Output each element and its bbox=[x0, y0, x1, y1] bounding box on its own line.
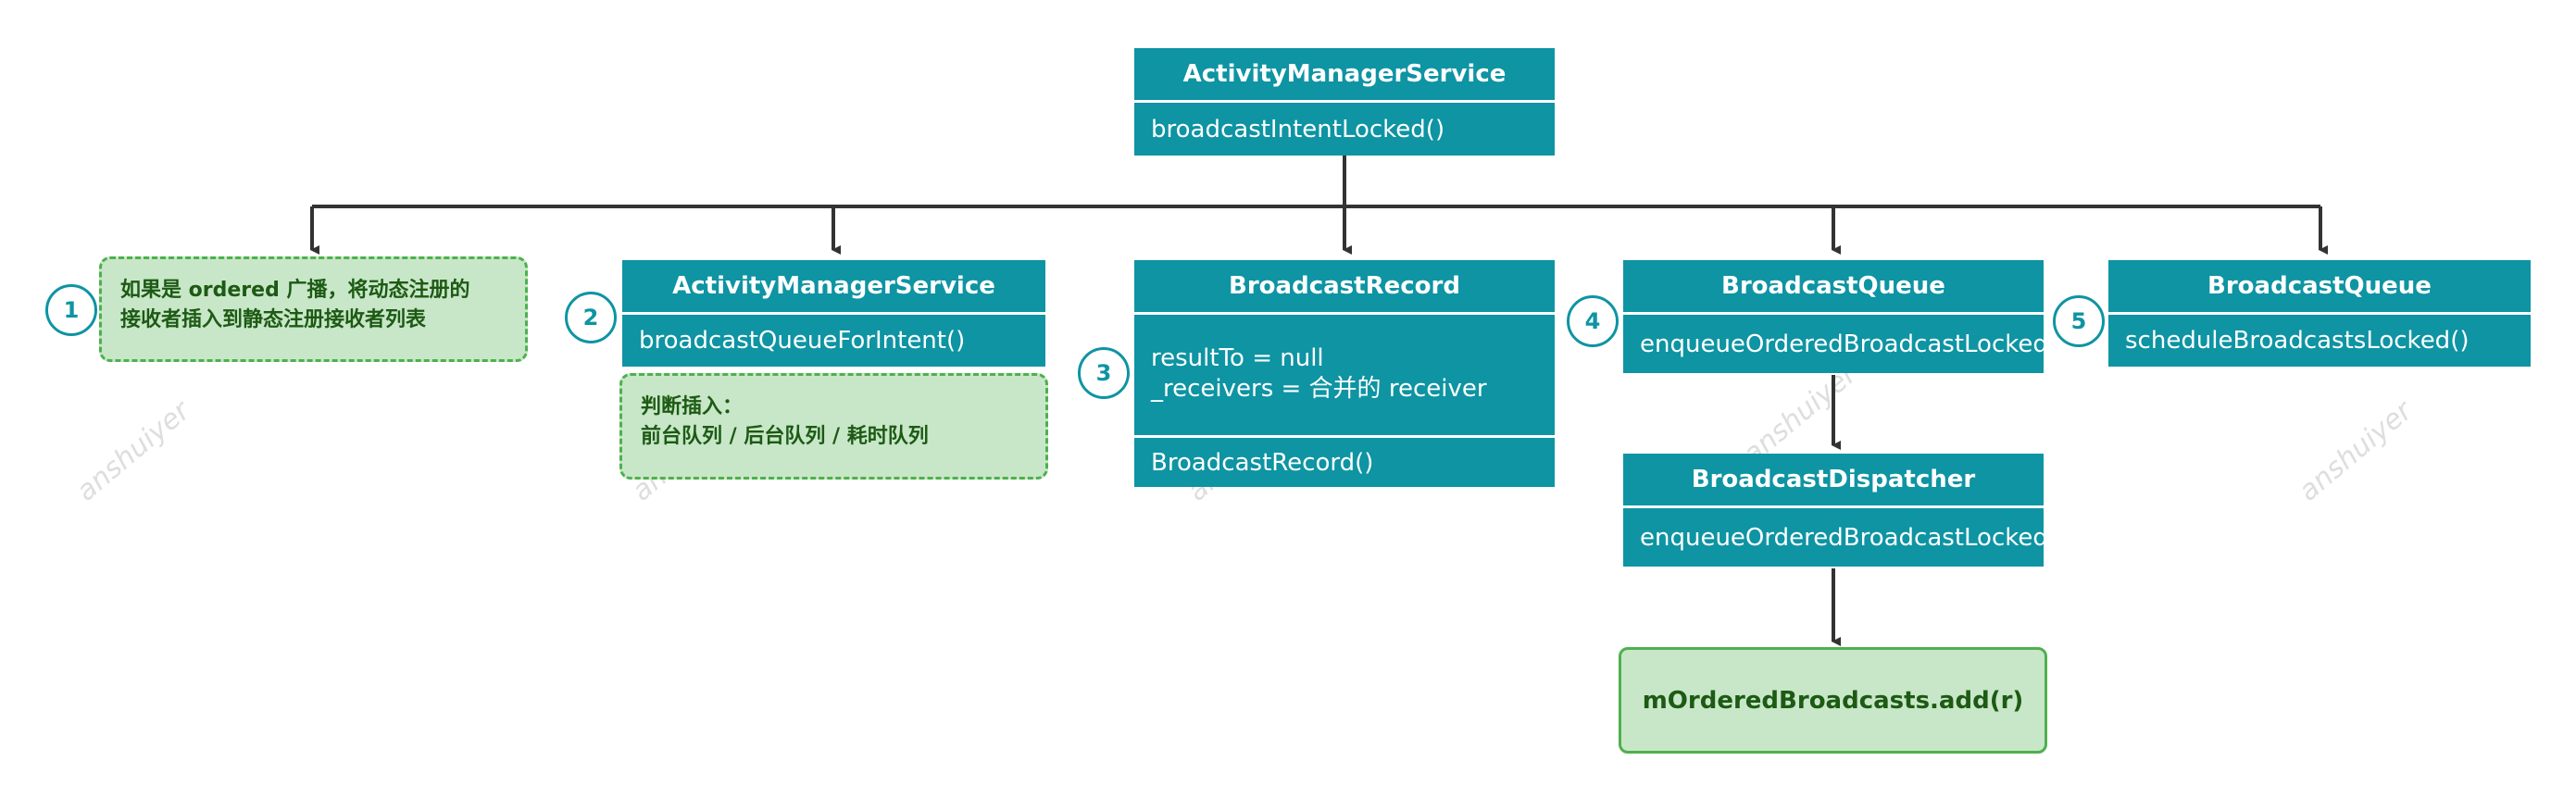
box-divider bbox=[1134, 100, 1555, 103]
broadcast-dispatcher-box: BroadcastDispatcher enqueueOrderedBroadc… bbox=[1623, 454, 2048, 567]
note-ordered-broadcast: 如果是 ordered 广播，将动态注册的 接收者插入到静态注册接收者列表 bbox=[99, 256, 528, 362]
box-divider bbox=[1623, 505, 2044, 508]
field-receivers: _receivers = 合并的 receiver bbox=[1151, 375, 1487, 403]
box-divider bbox=[1134, 435, 1555, 438]
field-result-to: resultTo = null bbox=[1151, 344, 1324, 372]
step-number-1: 1 bbox=[45, 284, 97, 336]
broadcast-queue-schedule-box: BroadcastQueue scheduleBroadcastsLocked(… bbox=[2108, 260, 2531, 367]
box-title: BroadcastDispatcher bbox=[1691, 466, 1976, 493]
step-number-3: 3 bbox=[1078, 347, 1130, 399]
box-title: BroadcastQueue bbox=[2207, 272, 2432, 300]
note-line: 接收者插入到静态注册接收者列表 bbox=[120, 308, 427, 331]
step-number-2: 2 bbox=[565, 292, 617, 343]
box-title: BroadcastRecord bbox=[1229, 272, 1460, 300]
step-number-4: 4 bbox=[1567, 295, 1619, 347]
note-line: 前台队列 / 后台队列 / 耗时队列 bbox=[641, 425, 929, 448]
step-number-5: 5 bbox=[2053, 295, 2105, 347]
box-title: ActivityManagerService bbox=[1182, 60, 1507, 88]
activity-manager-service-box: ActivityManagerService broadcastQueueFor… bbox=[622, 260, 1045, 367]
note-queue-selection: 判断插入： 前台队列 / 后台队列 / 耗时队列 bbox=[619, 373, 1048, 480]
ordered-broadcasts-add-box: mOrderedBroadcasts.add(r) bbox=[1619, 647, 2047, 754]
box-method: BroadcastRecord() bbox=[1151, 448, 1374, 477]
box-title: BroadcastQueue bbox=[1721, 272, 1945, 300]
box-divider bbox=[2108, 312, 2531, 315]
broadcast-queue-box: BroadcastQueue enqueueOrderedBroadcastLo… bbox=[1623, 260, 2048, 373]
activity-manager-service-top-box: ActivityManagerService broadcastIntentLo… bbox=[1134, 48, 1555, 156]
broadcast-record-box: BroadcastRecord resultTo = null _receive… bbox=[1134, 260, 1555, 487]
box-divider bbox=[1623, 312, 2044, 315]
note-line: 判断插入： bbox=[641, 395, 744, 418]
box-title: ActivityManagerService bbox=[672, 272, 995, 300]
box-fields: resultTo = null _receivers = 合并的 receive… bbox=[1151, 343, 1487, 405]
box-method: broadcastIntentLocked() bbox=[1151, 115, 1445, 143]
note-line: 如果是 ordered 广播，将动态注册的 bbox=[120, 279, 470, 302]
box-method: enqueueOrderedBroadcastLocked bbox=[1640, 330, 2048, 358]
box-method: scheduleBroadcastsLocked() bbox=[2125, 327, 2470, 355]
box-divider bbox=[622, 312, 1045, 315]
box-method: broadcastQueueForIntent() bbox=[639, 327, 966, 355]
box-method: enqueueOrderedBroadcastLocked bbox=[1640, 523, 2048, 552]
box-divider bbox=[1134, 312, 1555, 315]
